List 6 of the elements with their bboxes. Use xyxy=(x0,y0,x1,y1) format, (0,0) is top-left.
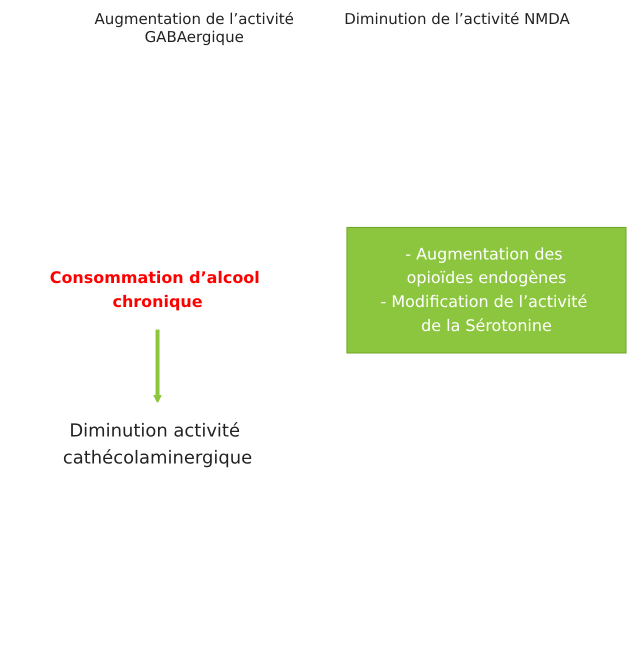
node-text: Diminution activité cathécolaminergique xyxy=(62,420,252,469)
arrow xyxy=(153,329,162,404)
node-box: - Augmentation des opioïdes endogènes - Modification de l’activité de la Sérotonine xyxy=(346,226,627,354)
annotation-text: Diminution de l’activité NMDA xyxy=(344,10,570,30)
annotation-text: Augmentation de l’activité GABAergique xyxy=(94,10,295,46)
node-text: Consommation d’alcool chronique xyxy=(50,268,260,312)
